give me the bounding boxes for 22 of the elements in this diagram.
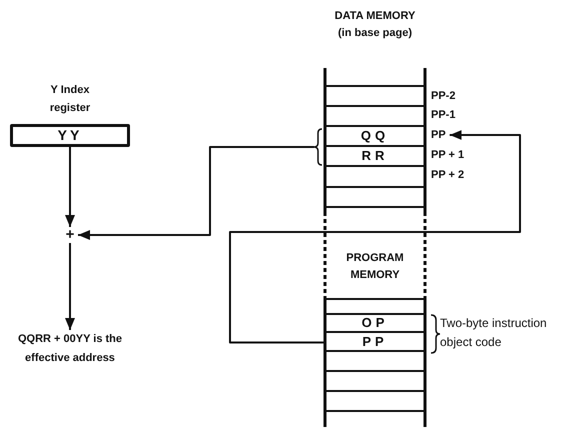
address-label: PP-1 [431, 108, 456, 123]
plus-sign: + [62, 227, 78, 243]
register-label: Y Index register [48, 83, 92, 116]
memory-cell [325, 315, 425, 333]
section-label: PROGRAM MEMORY [345, 251, 405, 283]
result-text: QQRR + 00YY is the effective address [17, 330, 123, 390]
section-label: DATA MEMORY (in base page) [334, 9, 416, 41]
arrow [78, 128, 322, 240]
cell-value: PP [361, 333, 389, 350]
address-label: PP + 2 [431, 168, 464, 183]
memory-cell [325, 298, 425, 315]
address-label: PP [431, 128, 446, 143]
arrow [65, 147, 75, 227]
note-text: Two-byte instruction object code [440, 315, 548, 351]
cell-value: OP [360, 315, 390, 331]
address-label: PP-2 [431, 89, 456, 104]
arrow [65, 243, 75, 330]
cell-value: RR [360, 147, 390, 165]
register-value: YY [56, 127, 84, 144]
address-label: PP + 1 [431, 148, 464, 163]
arrow [229, 130, 521, 344]
cell-value: QQ [360, 127, 390, 145]
